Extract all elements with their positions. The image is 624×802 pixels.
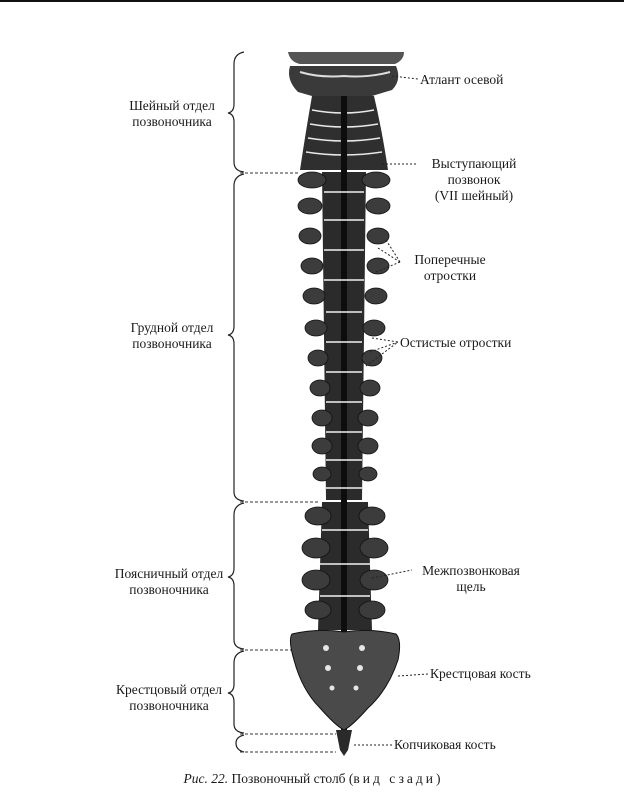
figure-number: Рис. 22. [183,771,229,786]
caption-view: вид сзади [353,771,437,786]
figure-caption: Рис. 22. Позвоночный столб (вид сзади) [0,771,624,787]
caption-title: Позвоночный столб ( [231,771,354,786]
label-atlas: Атлант осевой [420,72,504,87]
label-spinous-processes: Остистые отростки [400,335,512,350]
caption-close: ) [436,771,441,786]
label-sacrum: Крестцовая кость [430,666,531,681]
label-coccyx: Копчиковая кость [394,737,496,752]
top-rule [0,0,624,2]
leader-lines [354,75,429,746]
bracket-thoracic [227,173,245,502]
boundary-lines [240,172,336,753]
bracket-sacral [227,650,245,734]
bracket-cervical [227,51,245,173]
spine-drawing [288,52,404,756]
region-brackets [227,51,245,753]
bracket-coccyx [235,734,245,753]
bracket-lumbar [227,502,245,650]
